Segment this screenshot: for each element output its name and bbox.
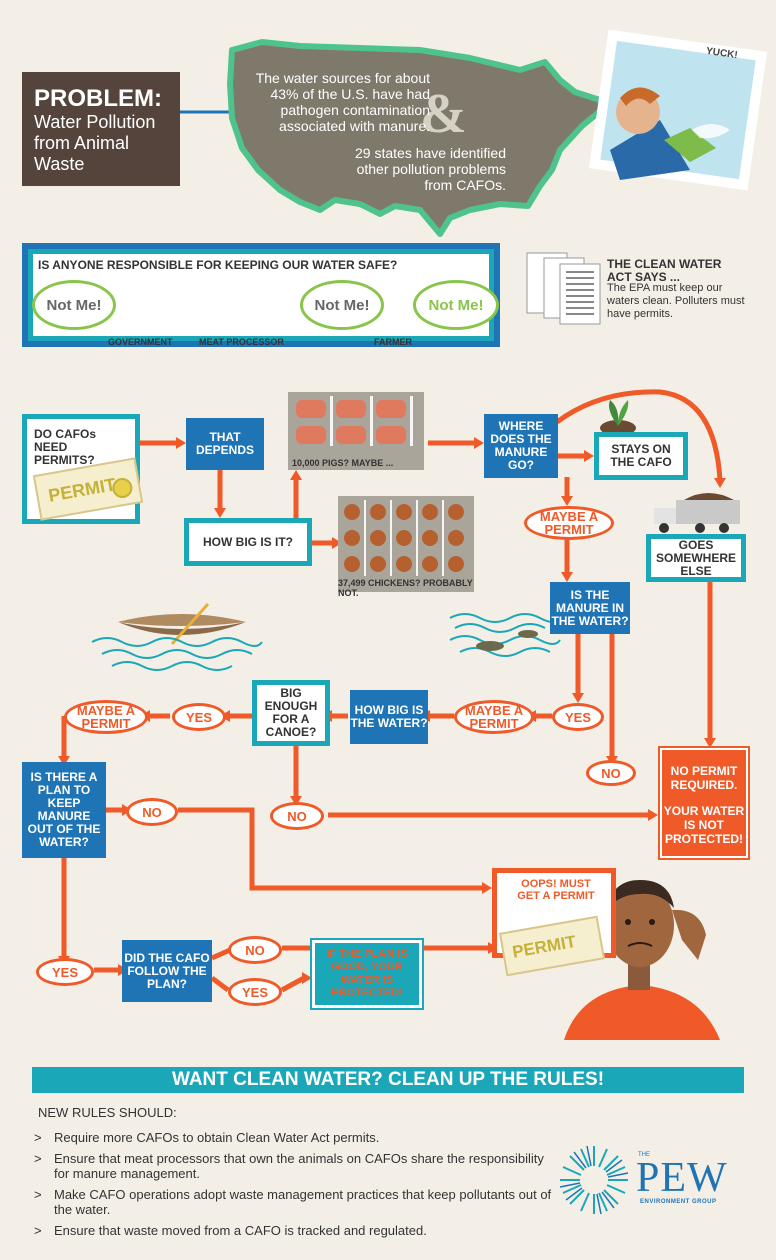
maybe-permit-pill-2: MAYBE A PERMIT [454, 700, 534, 734]
no-pill-2: NO [270, 802, 324, 830]
how-big-water-box: HOW BIG IS THE WATER? [350, 690, 428, 744]
manure-in-water-box: IS THE MANURE IN THE WATER? [550, 582, 630, 634]
rule-text: Ensure that waste moved from a CAFO is t… [54, 1223, 427, 1238]
rule-text: Make CAFO operations adopt waste managem… [54, 1187, 552, 1217]
label-farmer: FARMER [374, 337, 412, 347]
yuck-boy-illustration [589, 29, 767, 191]
clean-water-act-body: The EPA must keep our waters clean. Poll… [607, 282, 745, 320]
where-manure-box: WHERE DOES THE MANURE GO? [484, 414, 558, 478]
permit-seal-icon [110, 476, 134, 500]
canoe-illustration [91, 602, 263, 671]
pew-logo-name: PEW [636, 1155, 728, 1201]
maybe-permit-pill-3: MAYBE A PERMIT [64, 700, 148, 734]
responsibility-question: IS ANYONE RESPONSIBLE FOR KEEPING OUR WA… [38, 258, 398, 272]
label-government: GOVERNMENT [108, 337, 173, 347]
how-big-box: HOW BIG IS IT? [184, 518, 312, 566]
rules-list: > Require more CAFOs to obtain Clean Wat… [34, 1130, 554, 1238]
problem-subheading: Water Pollution from Animal Waste [34, 112, 156, 174]
yes-pill-3: YES [36, 958, 94, 986]
rule-item: > Make CAFO operations adopt waste manag… [34, 1187, 554, 1217]
yes-pill-4: YES [228, 978, 282, 1006]
pew-logo-burst-icon [559, 1145, 629, 1215]
rule-item: > Require more CAFOs to obtain Clean Wat… [34, 1130, 554, 1145]
pew-logo-sub: ENVIRONMENT GROUP [640, 1199, 717, 1205]
no-permit-label: NO PERMIT REQUIRED. [670, 764, 738, 792]
documents-icon [526, 252, 601, 325]
polluted-water-illustration [449, 613, 561, 657]
goes-somewhere-else-box: GOES SOMEWHERE ELSE [646, 534, 746, 582]
yes-pill-2: YES [172, 703, 226, 731]
not-protected-label: YOUR WATER IS NOT PROTECTED! [663, 804, 745, 846]
no-pill-4: NO [228, 936, 282, 964]
footer-banner: WANT CLEAN WATER? CLEAN UP THE RULES! [32, 1067, 744, 1093]
rule-bullet: > [34, 1151, 42, 1166]
big-canoe-box: BIG ENOUGH FOR A CANOE? [252, 680, 330, 746]
not-me-bubble-government: Not Me! [32, 280, 116, 330]
permit-stamp-2: PERMIT [510, 931, 578, 962]
oops-label: OOPS! MUST GET A PERMIT [517, 878, 595, 902]
chickens-pen-illustration [338, 496, 474, 592]
plan-good-box: IF THE PLAN IS GOOD, YOUR WATER IS PROTE… [310, 938, 424, 1010]
flow-connectors [61, 389, 723, 993]
permit-stamp-1: PERMIT [46, 473, 118, 506]
thinking-man-illustration [564, 880, 720, 1040]
usa-stat-1: The water sources for about 43% of the U… [255, 70, 430, 134]
rule-item: > Ensure that waste moved from a CAFO is… [34, 1223, 554, 1238]
plant-icon [600, 400, 636, 436]
rule-text: Ensure that meat processors that own the… [54, 1151, 544, 1181]
label-meat-processor: MEAT PROCESSOR [199, 337, 284, 347]
rule-bullet: > [34, 1223, 42, 1238]
pigs-caption: 10,000 PIGS? MAYBE ... [292, 458, 394, 468]
no-pill-1: NO [586, 760, 636, 786]
that-depends-box: THAT DEPENDS [186, 418, 264, 470]
stays-on-cafo-box: STAYS ON THE CAFO [594, 432, 688, 480]
usa-stat-2: 29 states have identified other pollutio… [355, 145, 506, 193]
rule-item: > Ensure that meat processors that own t… [34, 1151, 554, 1181]
did-follow-box: DID THE CAFO FOLLOW THE PLAN? [122, 940, 212, 1002]
yes-pill-1: YES [552, 703, 604, 731]
rule-bullet: > [34, 1187, 42, 1202]
not-me-bubble-farmer: Not Me! [413, 280, 499, 330]
is-plan-box: IS THERE A PLAN TO KEEP MANURE OUT OF TH… [22, 762, 106, 858]
usa-map [227, 39, 607, 237]
not-me-bubble-meat-processor: Not Me! [300, 280, 384, 330]
problem-heading: PROBLEM: [34, 85, 162, 112]
no-permit-box: NO PERMIT REQUIRED. YOUR WATER IS NOT PR… [658, 746, 750, 860]
pigs-pen-illustration [288, 392, 424, 470]
ampersand-glyph: & [420, 83, 467, 145]
rule-bullet: > [34, 1130, 42, 1145]
truck-icon [654, 493, 740, 533]
rules-heading: NEW RULES SHOULD: [38, 1105, 177, 1120]
rule-text: Require more CAFOs to obtain Clean Water… [54, 1130, 380, 1145]
problem-box: PROBLEM: Water Pollution from Animal Was… [22, 72, 180, 186]
clean-water-act-heading: THE CLEAN WATER ACT SAYS ... [607, 257, 722, 284]
chickens-caption: 37,499 CHICKENS? PROBABLY NOT. [338, 578, 473, 598]
maybe-permit-pill-1: MAYBE A PERMIT [524, 506, 614, 540]
pew-logo-the: THE [638, 1152, 650, 1158]
do-cafos-label: DO CAFOs NEED PERMITS? [34, 427, 97, 467]
no-pill-3: NO [126, 798, 178, 826]
